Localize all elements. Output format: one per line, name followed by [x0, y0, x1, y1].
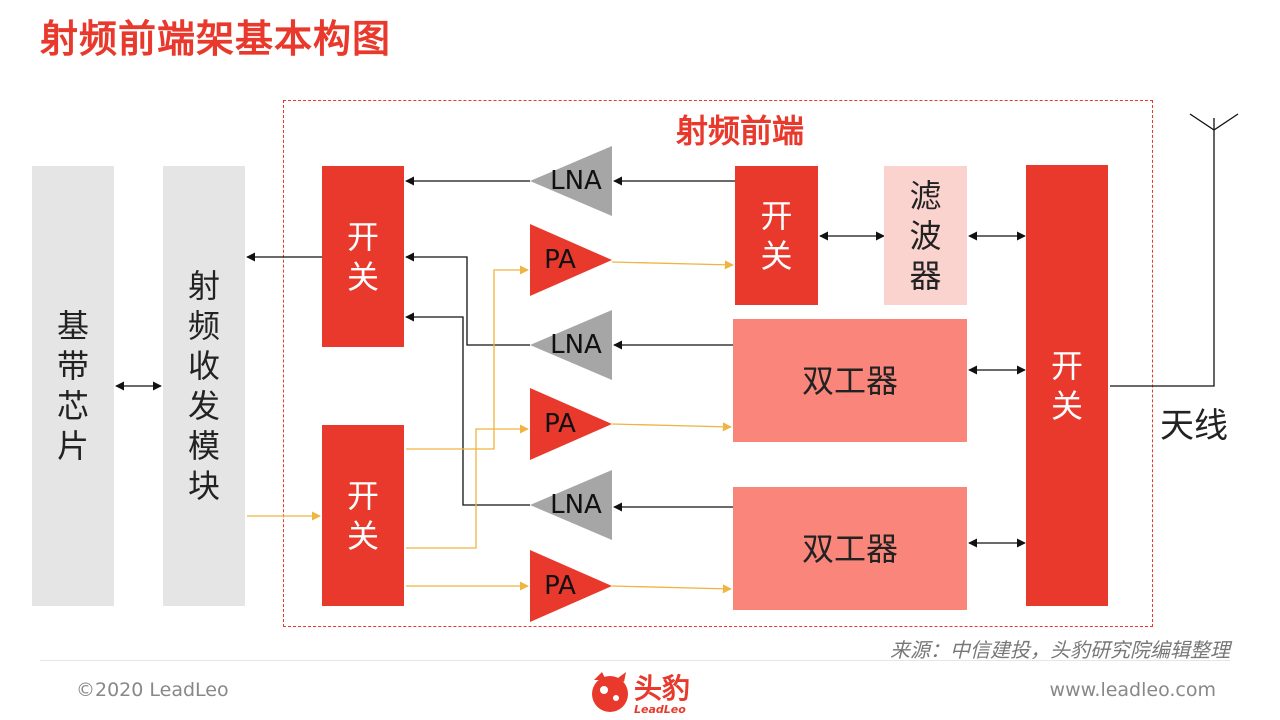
lna-1-label: LNA	[550, 166, 602, 196]
footer-website-link[interactable]: www.leadleo.com	[1049, 679, 1216, 701]
lna-2-label: LNA	[550, 330, 602, 360]
pa-1-triangle	[530, 224, 612, 296]
rf-frontend-label: 射频前端	[675, 112, 804, 150]
antenna-label: 天线	[1160, 406, 1228, 446]
page-title: 射频前端架基本构图	[40, 17, 392, 61]
duplexer-1-block: 双工器	[733, 319, 967, 442]
transceiver-block: 射频收发模块	[163, 166, 245, 606]
transceiver-label: 射频收发模块	[187, 267, 220, 505]
tx-switch-label: 开关	[346, 476, 379, 555]
antenna-left-arm	[1189, 113, 1215, 131]
footer-divider	[40, 660, 1230, 661]
footer-logo-subtext: LeadLeo	[634, 703, 686, 716]
baseband-chip-label: 基带芯片	[56, 307, 89, 465]
band-switch-block: 开关	[735, 166, 818, 305]
baseband-chip-block: 基带芯片	[32, 166, 114, 606]
rx-switch-block: 开关	[322, 166, 404, 347]
lna-3-triangle	[530, 470, 612, 540]
source-note: 来源：中信建投，头豹研究院编辑整理	[890, 638, 1230, 662]
pa-1-label: PA	[544, 245, 576, 275]
band-switch-label: 开关	[760, 196, 793, 275]
rf-frontend-frame	[283, 100, 1153, 627]
pa-2-triangle	[530, 388, 612, 460]
antenna-switch-label: 开关	[1050, 346, 1083, 425]
footer-copyright: ©2020 LeadLeo	[76, 679, 229, 701]
filter-block: 滤波器	[884, 166, 967, 305]
leopard-logo-icon	[592, 672, 628, 712]
rx-switch-label: 开关	[346, 217, 379, 296]
pa-3-label: PA	[544, 571, 576, 601]
duplexer-2-block: 双工器	[733, 487, 967, 610]
tx-switch-block: 开关	[322, 425, 404, 606]
duplexer-2-label: 双工器	[801, 529, 898, 568]
lna-1-triangle	[530, 146, 612, 216]
antenna-switch-block: 开关	[1026, 165, 1108, 606]
antenna-feed-line	[1110, 118, 1215, 387]
pa-2-label: PA	[544, 409, 576, 439]
lna-2-triangle	[530, 310, 612, 380]
lna-3-label: LNA	[550, 490, 602, 520]
footer-logo-text: 头豹	[634, 672, 691, 705]
duplexer-1-label: 双工器	[801, 361, 898, 400]
pa-3-triangle	[530, 550, 612, 622]
filter-label: 滤波器	[909, 176, 942, 295]
antenna-right-arm	[1213, 113, 1239, 131]
